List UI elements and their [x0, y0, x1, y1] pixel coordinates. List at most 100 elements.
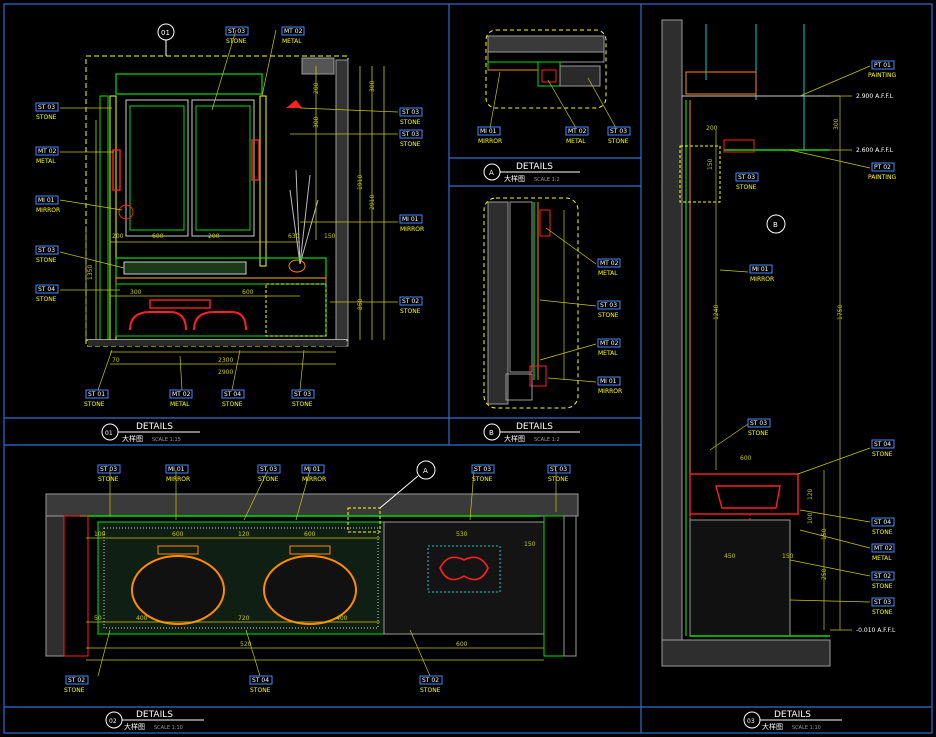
dim-text: 1350 [87, 265, 94, 280]
drawing-label: 01 [105, 430, 113, 437]
drawing-label: ST 03 [294, 391, 311, 398]
drawing-label: SCALE 1:2 [534, 437, 560, 443]
drawing-label: METAL [282, 38, 302, 45]
drawing-label: DETAILS [136, 710, 173, 720]
drawing-label: STONE [400, 308, 421, 315]
drawing-label: ST 03 [228, 28, 245, 35]
drawing-label: 03 [747, 718, 755, 725]
drawing-label: MI 01 [752, 266, 769, 273]
drawing-label: ST 02 [874, 573, 891, 580]
drawing-label: 大样图 [504, 174, 525, 183]
drawing-label: 720 [238, 615, 250, 622]
panel-02-callouts: ST 03 STONE MI 01 MIRROR ST 03 STONE MI … [64, 464, 571, 694]
drawing-label: ST 02 [422, 677, 439, 684]
drawing-label: PT 01 [874, 62, 891, 69]
dim-text: 2300 [218, 357, 233, 364]
drawing-label: 大样图 [762, 722, 783, 731]
drawing-label: METAL [872, 555, 892, 562]
callout-mt02-bottom: MT 02 METAL [169, 389, 193, 408]
drawing-label: STONE [36, 296, 57, 303]
drawing-label: MIRROR [478, 138, 502, 145]
drawing-label: DETAILS [516, 162, 553, 172]
drawing-label: ST 03 [100, 466, 117, 473]
drawing-label: ST 03 [474, 466, 491, 473]
drawing-label: 600 [740, 455, 752, 462]
drawing-label: MIRROR [598, 388, 622, 395]
title-block-01: 01 DETAILS 大样图 SCALE 1:15 [101, 422, 200, 443]
dim-text: 200 [208, 233, 220, 240]
drawing-label: 120 [238, 531, 250, 538]
drawing-label: DETAILS [516, 422, 553, 432]
drawing-label: ST 01 [88, 391, 105, 398]
drawing-label: ST 03 [402, 131, 419, 138]
drawing-label: MI 01 [480, 128, 497, 135]
drawing-label: ST 03 [610, 128, 627, 135]
drawing-label: MI 01 [600, 378, 617, 385]
drawing-label: SCALE 1:10 [154, 725, 183, 731]
drawing-label: MIRROR [166, 476, 190, 483]
dim-text: 1910 [357, 175, 364, 190]
callout-st03-left: ST 03 STONE [35, 102, 59, 121]
drawing-label: 100 [807, 512, 814, 524]
panel-B-callouts: MT 02 METAL ST 03 STONE MT 02 METAL MI 0… [597, 258, 622, 395]
drawing-label: STONE [608, 138, 629, 145]
drawing-label: STONE [36, 257, 57, 264]
drawing-label: STONE [222, 401, 243, 408]
panel-03-section: B 200 150 1240 1750 [661, 19, 896, 667]
drawing-label: MT 02 [568, 128, 587, 135]
dim-text: 300 [313, 116, 320, 128]
drawing-label: 600 [304, 531, 316, 538]
callout-st03-bottom: ST 03 STONE [291, 389, 315, 408]
drawing-label: MT 02 [38, 148, 57, 155]
drawing-label: A [489, 169, 494, 177]
panel-A-detail [485, 29, 617, 129]
dim-text: 600 [152, 233, 164, 240]
callout-mi01-left: MI 01 MIRROR [35, 195, 60, 214]
dim-text: 150 [324, 233, 336, 240]
callout-st03-right-2: ST 03 STONE [399, 129, 423, 148]
drawing-label: 大样图 [122, 434, 143, 443]
drawing-label: STONE [872, 609, 893, 616]
drawing-label: STONE [292, 401, 313, 408]
drawing-label: 1750 [837, 305, 844, 320]
drawing-label: MT 02 [600, 340, 619, 347]
sheet-frame [3, 3, 933, 734]
level-text: 2.600 A.F.F.L [856, 147, 894, 154]
drawing-label: SCALE 1:15 [152, 437, 181, 443]
drawing-label: STONE [226, 38, 247, 45]
drawing-label: ST 03 [38, 247, 55, 254]
dim-text: 300 [130, 289, 142, 296]
level-text: -0.010 A.F.F.L [856, 627, 896, 634]
drawing-label: 520 [240, 641, 252, 648]
drawing-label: DETAILS [136, 422, 173, 432]
drawing-label: MIRROR [36, 207, 60, 214]
drawing-label: SCALE 1:10 [792, 725, 821, 731]
drawing-label: MI 01 [168, 466, 185, 473]
drawing-label: 大样图 [504, 434, 525, 443]
drawing-label: STONE [400, 141, 421, 148]
drawing-label: STONE [598, 312, 619, 319]
panel-02-plan: A 100 600 120 600 530 150 400 720 [45, 460, 579, 677]
drawing-label: 400 [136, 615, 148, 622]
drawing-label: 02 [109, 718, 117, 725]
callout-st04-bottom: ST 04 STONE [221, 389, 245, 408]
drawing-label: ST 03 [260, 466, 277, 473]
drawing-label: STONE [420, 687, 441, 694]
panel-01-callouts: ST 03 STONE MT 02 METAL MI 01 MIRROR ST … [35, 26, 424, 408]
callout-st02-right: ST 02 STONE [399, 296, 423, 315]
drawing-label: 600 [456, 641, 468, 648]
dim-text: 200 [313, 82, 320, 94]
drawing-label: ST 02 [68, 677, 85, 684]
title-block-03: 03 DETAILS 大样图 SCALE 1:10 [743, 710, 842, 731]
drawing-label: METAL [598, 350, 618, 357]
drawing-label: STONE [872, 529, 893, 536]
title-block-A: A DETAILS 大样图 SCALE 1:2 [483, 162, 580, 183]
drawing-label: ST 04 [252, 677, 269, 684]
drawing-label: PT 02 [874, 164, 891, 171]
drawing-label: 100 [94, 531, 106, 538]
drawing-label: 150 [524, 541, 536, 548]
drawing-label: MT 02 [284, 28, 303, 35]
drawing-label: STONE [36, 114, 57, 121]
dim-text: 2900 [218, 369, 233, 376]
drawing-label: ST 04 [38, 286, 55, 293]
